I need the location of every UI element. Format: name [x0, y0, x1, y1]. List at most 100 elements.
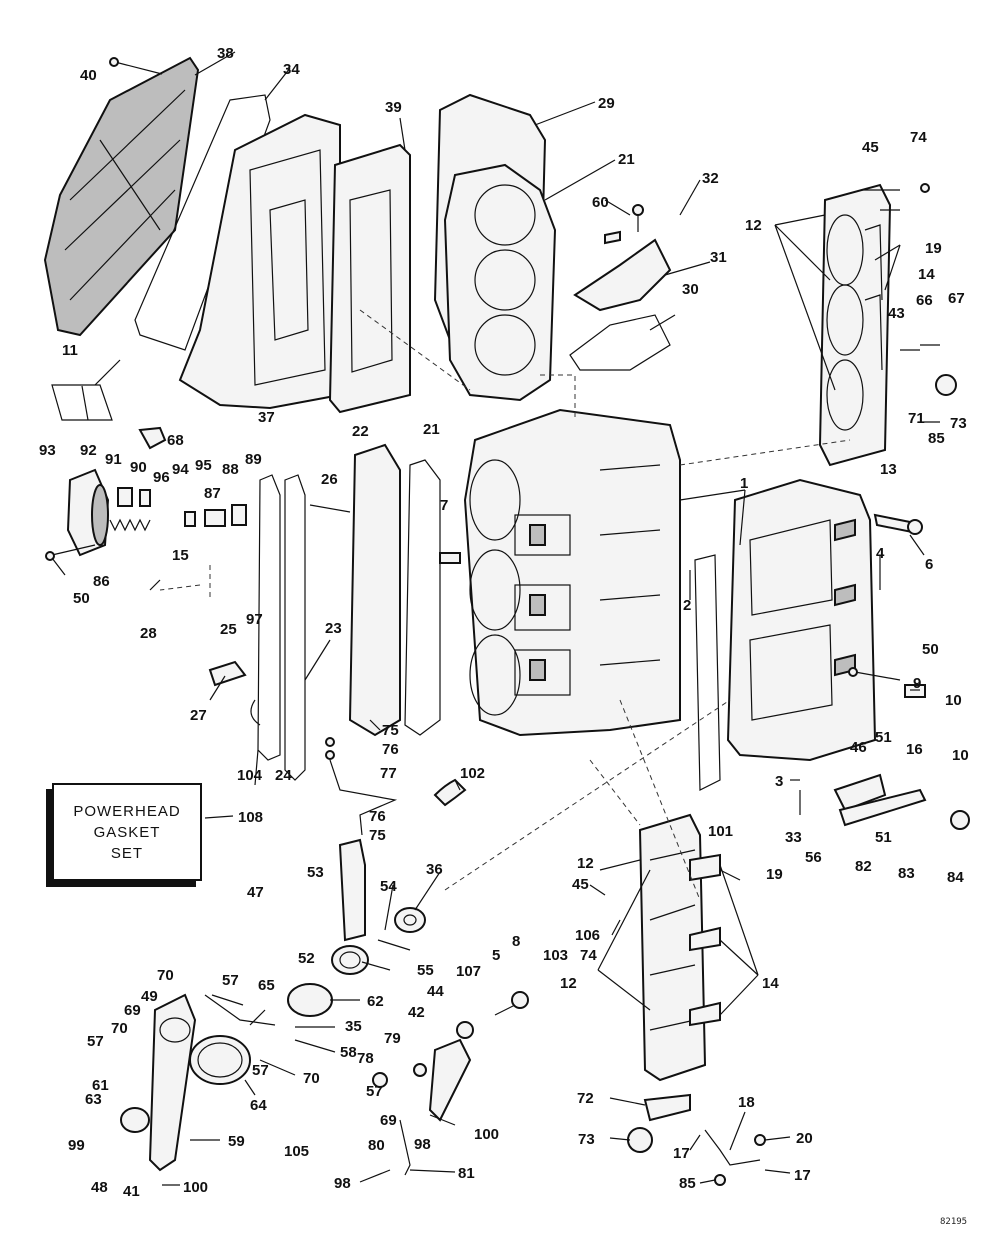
callout-label: 92 [80, 442, 97, 459]
callout-label: 61 [92, 1077, 109, 1094]
callout-label: 21 [618, 151, 635, 168]
callout-label: 42 [408, 1004, 425, 1021]
callout-label: 80 [368, 1137, 385, 1154]
callout-label: 12 [560, 975, 577, 992]
washer-36 [394, 907, 426, 933]
callout-label: 72 [577, 1090, 594, 1107]
callout-label: 3 [775, 773, 783, 790]
thermostat-spring [109, 518, 151, 532]
dowel-6 [873, 513, 923, 535]
callout-label: 7 [440, 497, 448, 514]
callout-label: 77 [380, 765, 397, 782]
callout-label: 40 [80, 67, 97, 84]
callout-label: 10 [952, 747, 969, 764]
bracket-72 [643, 1093, 691, 1122]
gasket-30 [569, 314, 671, 371]
callout-label: 44 [427, 983, 444, 1000]
callout-label: 27 [190, 707, 207, 724]
bolt-40 [109, 57, 163, 75]
callout-label: 37 [258, 409, 275, 426]
lever-44 [428, 1038, 472, 1122]
callout-label: 20 [796, 1130, 813, 1147]
callout-label: 75 [369, 827, 386, 844]
timer-arm-59 [148, 993, 197, 1172]
callout-label: 107 [456, 963, 481, 980]
link-77 [325, 737, 398, 836]
callout-label: 57 [87, 1033, 104, 1050]
drawing-number: 82195 [940, 1217, 968, 1227]
callout-label: 85 [928, 430, 945, 447]
callout-label: 54 [380, 878, 397, 895]
callout-label: 17 [794, 1167, 811, 1184]
gasket-21-lower [404, 459, 441, 736]
exhaust-plate [178, 113, 341, 410]
callout-label: 1 [740, 475, 748, 492]
callout-label: 39 [385, 99, 402, 116]
callout-label: 55 [417, 962, 434, 979]
bushing-62 [287, 983, 333, 1017]
thermostat-housing [66, 468, 110, 557]
callout-label: 96 [153, 469, 170, 486]
callout-label: 103 [543, 947, 568, 964]
callout-label: 82 [855, 858, 872, 875]
callout-label: 98 [414, 1136, 431, 1153]
callout-label: 81 [458, 1165, 475, 1182]
callout-label: 45 [862, 139, 879, 156]
callout-label: 57 [366, 1083, 383, 1100]
callout-label: 70 [111, 1020, 128, 1037]
fitting-27 [208, 660, 247, 687]
callout-label: 59 [228, 1133, 245, 1150]
callout-label: 86 [93, 573, 110, 590]
callout-label: 2 [683, 597, 691, 614]
callout-label: 24 [275, 767, 292, 784]
callout-label: 22 [352, 423, 369, 440]
crankcase [726, 478, 877, 762]
callout-label: 18 [738, 1094, 755, 1111]
fittings-lower [372, 991, 529, 1088]
callout-label: 88 [222, 461, 239, 478]
callout-label: 93 [39, 442, 56, 459]
callout-label: 65 [258, 977, 275, 994]
ring-64 [189, 1035, 251, 1085]
bracket-31 [573, 238, 672, 312]
callout-label: 68 [167, 432, 184, 449]
thermostat-parts [117, 487, 247, 527]
callout-label: 49 [141, 988, 158, 1005]
leader-lines [51, 51, 925, 1186]
callout-label: 16 [906, 741, 923, 758]
callout-label: 70 [157, 967, 174, 984]
callout-label: 9 [913, 675, 921, 692]
callout-label: 19 [766, 866, 783, 883]
callout-label: 95 [195, 457, 212, 474]
bypass-cover-plate [328, 143, 411, 414]
callout-label: 29 [598, 95, 615, 112]
callout-label: 84 [947, 869, 964, 886]
callout-label: 47 [247, 884, 264, 901]
alignment-lines [159, 309, 851, 901]
callout-label: 50 [922, 641, 939, 658]
callout-label: 12 [745, 217, 762, 234]
callout-label: 100 [183, 1179, 208, 1196]
callout-label: 51 [875, 729, 892, 746]
callout-label: 70 [303, 1070, 320, 1087]
callout-label: 71 [908, 410, 925, 427]
callout-label: 41 [123, 1183, 140, 1200]
callout-label: 45 [572, 876, 589, 893]
callout-label: 38 [217, 45, 234, 62]
cover-22 [348, 443, 401, 737]
callout-label: 48 [91, 1179, 108, 1196]
callout-label: 78 [357, 1050, 374, 1067]
callout-label: 69 [380, 1112, 397, 1129]
callout-label: 85 [679, 1175, 696, 1192]
gasket-23 [284, 474, 306, 781]
callout-label: 56 [805, 849, 822, 866]
callout-label: 79 [384, 1030, 401, 1047]
callout-label: 91 [105, 451, 122, 468]
callout-label: 100 [474, 1126, 499, 1143]
callout-label: 76 [369, 808, 386, 825]
callout-label: 108 [238, 809, 263, 826]
cylinder-block [463, 408, 681, 737]
callout-label: 19 [925, 240, 942, 257]
clip-104 [250, 699, 261, 726]
